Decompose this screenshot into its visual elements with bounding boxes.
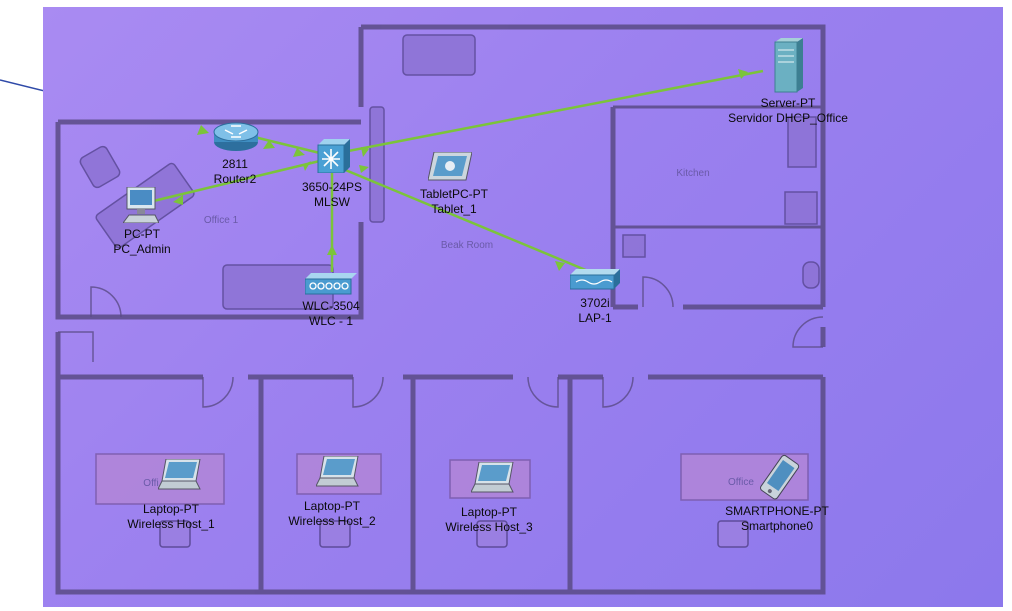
tablet-1[interactable] bbox=[427, 151, 473, 187]
laptop-wireless-host-2[interactable] bbox=[315, 455, 360, 499]
wlc-3504[interactable] bbox=[304, 269, 357, 300]
laptop-icon bbox=[470, 461, 514, 493]
room-label-kitchen: Kitchen bbox=[676, 168, 710, 179]
access-point-icon bbox=[569, 269, 620, 290]
router-2811[interactable] bbox=[211, 122, 261, 159]
link-server-switch bbox=[342, 69, 764, 154]
link-lap-switch bbox=[342, 167, 589, 273]
smartphone-label: SMARTPHONE-PT Smartphone0 bbox=[725, 504, 829, 533]
smartphone-0[interactable] bbox=[753, 454, 805, 507]
tablet-icon bbox=[427, 151, 473, 181]
room-label-break-room: Beak Room bbox=[440, 240, 494, 251]
pc-label: PC-PT PC_Admin bbox=[113, 227, 171, 256]
lap-3702i[interactable] bbox=[569, 269, 620, 296]
laptop3-label: Laptop-PT Wireless Host_3 bbox=[445, 505, 533, 534]
laptop1-label: Laptop-PT Wireless Host_1 bbox=[127, 502, 215, 531]
link-status-lights bbox=[173, 69, 748, 271]
laptop-icon bbox=[157, 458, 201, 490]
lap-label: 3702i LAP-1 bbox=[578, 296, 612, 325]
tablet-label: TabletPC-PT Tablet_1 bbox=[419, 187, 489, 216]
server-icon bbox=[774, 38, 803, 93]
room-label-office-a: Offi bbox=[143, 478, 159, 489]
wlc-label: WLC-3504 WLC - 1 bbox=[302, 299, 360, 328]
multilayer-switch-icon bbox=[317, 139, 350, 174]
switch-label: 3650-24PS MLSW bbox=[301, 180, 363, 209]
laptop2-label: Laptop-PT Wireless Host_2 bbox=[288, 499, 376, 528]
logical-canvas[interactable]: Office 1 Kitchen Beak Room Offi Office 2… bbox=[43, 7, 1003, 607]
pc-icon bbox=[122, 186, 160, 224]
link-pc-switch bbox=[140, 157, 329, 206]
multilayer-switch[interactable] bbox=[314, 139, 350, 178]
server-dhcp[interactable] bbox=[771, 38, 805, 99]
smartphone-icon bbox=[760, 454, 800, 500]
laptop-wireless-host-3[interactable] bbox=[470, 461, 515, 505]
router-label: 2811 Router2 bbox=[213, 157, 257, 186]
room-label-office-b: Office bbox=[728, 477, 754, 488]
room-label-office1: Office 1 bbox=[203, 215, 239, 226]
laptop-icon bbox=[315, 455, 359, 487]
router-icon bbox=[213, 122, 259, 151]
server-label: Server-PT Servidor DHCP_Office bbox=[728, 96, 848, 125]
laptop-wireless-host-1[interactable] bbox=[157, 458, 202, 502]
wlc-icon bbox=[304, 269, 357, 295]
pc-admin[interactable] bbox=[122, 186, 160, 228]
floor-plan bbox=[55, 24, 826, 595]
